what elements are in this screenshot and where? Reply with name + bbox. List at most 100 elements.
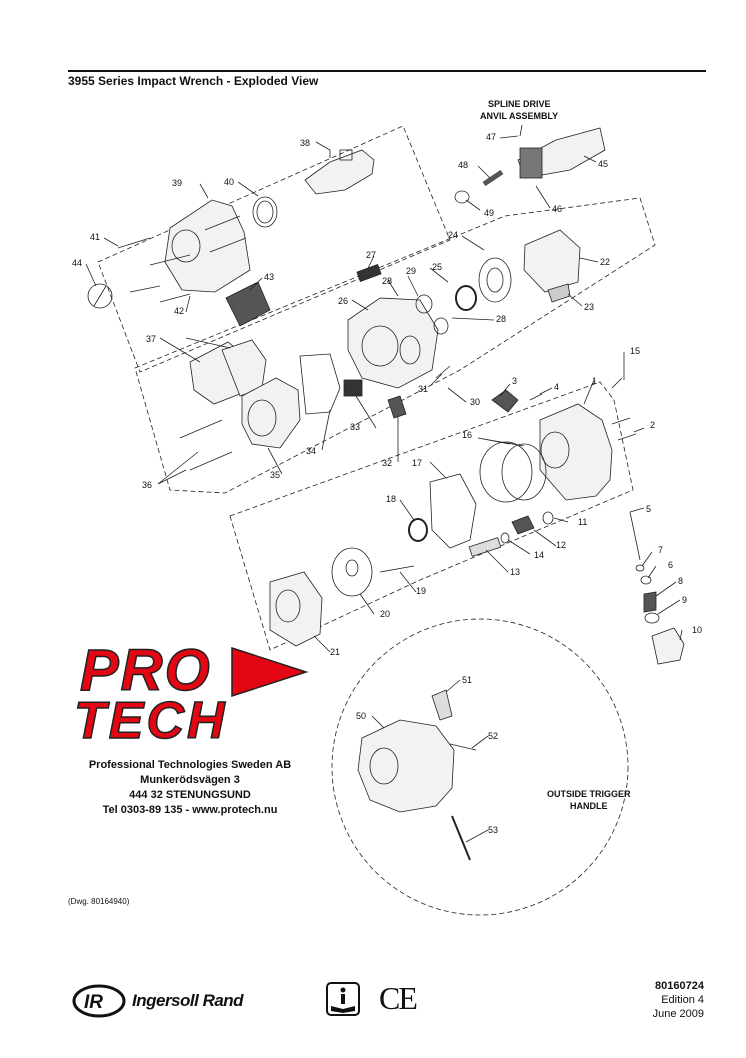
callout-50: 50 — [356, 711, 366, 721]
outside-trigger-note-line1: OUTSIDE TRIGGER — [547, 789, 631, 799]
callout-28b: 28 — [496, 314, 506, 324]
callout-30: 30 — [470, 397, 480, 407]
part-32-button — [387, 395, 407, 419]
callout-34: 34 — [306, 446, 316, 456]
part-20-plate — [331, 547, 373, 597]
part-2-screws — [611, 417, 637, 441]
document-number: 80160724 — [655, 980, 704, 992]
callout-48: 48 — [458, 160, 468, 170]
brand-name: Ingersoll Rand — [132, 991, 244, 1010]
callout-11: 11 — [578, 517, 587, 527]
callout-37: 37 — [146, 334, 156, 344]
part-27-gasket — [356, 264, 382, 282]
callout-28a: 28 — [382, 276, 392, 286]
callout-15: 15 — [630, 346, 640, 356]
part-10-inlet — [651, 627, 685, 665]
part-34-gasket — [299, 353, 341, 415]
callout-31: 31 — [418, 384, 428, 394]
logo-word-pro: PRO — [80, 638, 212, 703]
part-33-pad — [343, 379, 363, 397]
part-53-rod — [451, 815, 471, 861]
part-callouts: 1 2 3 4 5 6 7 8 9 10 11 12 13 14 15 16 1… — [72, 132, 702, 835]
callout-12: 12 — [556, 540, 566, 550]
callout-18: 18 — [386, 494, 396, 504]
part-17-gasket — [429, 473, 477, 549]
part-22-hammer — [523, 229, 581, 293]
callout-46: 46 — [552, 204, 562, 214]
part-11-seal — [542, 511, 554, 525]
spline-drive-note-line1: SPLINE DRIVE — [488, 99, 551, 109]
spline-drive-note-line2: ANVIL ASSEMBLY — [480, 111, 558, 121]
part-16-gasket — [479, 441, 547, 503]
part-26-motor-housing — [347, 297, 439, 389]
part-38-anvil — [304, 149, 375, 195]
callout-47: 47 — [486, 132, 496, 142]
part-18-bearing — [408, 518, 428, 542]
part-24-plate — [478, 257, 512, 303]
contact-info: Tel 0303-89 135 - www.protech.nu — [102, 804, 278, 816]
part-51-trigger — [431, 689, 453, 721]
part-29-bushing — [415, 294, 433, 314]
part-52-pin — [449, 743, 477, 751]
part-5-stem — [629, 511, 641, 561]
read-manual-icon — [326, 982, 360, 1016]
callout-23: 23 — [584, 302, 594, 312]
callout-25: 25 — [432, 262, 442, 272]
part-13-bushing — [468, 537, 502, 557]
part-39-housing — [164, 199, 251, 293]
part-48-spring — [482, 169, 504, 187]
callout-3: 3 — [512, 376, 517, 386]
part-1-handle — [539, 403, 613, 501]
callout-42: 42 — [174, 306, 184, 316]
part-43-spring — [225, 281, 271, 327]
part-3-trigger — [491, 389, 519, 413]
part-37-endplates — [189, 339, 267, 405]
drawing-reference: (Dwg. 80164940) — [68, 897, 130, 906]
callout-24: 24 — [448, 230, 458, 240]
part-28-seal — [433, 317, 449, 335]
callout-17: 17 — [412, 458, 422, 468]
part-36-pins — [179, 419, 233, 471]
callout-41: 41 — [90, 232, 100, 242]
part-44-ring — [87, 283, 113, 309]
callout-26: 26 — [338, 296, 348, 306]
callout-36: 36 — [142, 480, 152, 490]
ce-mark-icon: CE — [379, 980, 418, 1016]
callout-5: 5 — [646, 504, 651, 514]
callout-21: 21 — [330, 647, 340, 657]
callout-52: 52 — [488, 731, 498, 741]
logo-word-tech: TECH — [74, 692, 228, 750]
part-50-handle — [357, 719, 455, 813]
part-31-pin — [435, 365, 451, 379]
part-6-7-8-9-valve-parts — [635, 564, 660, 624]
callout-14: 14 — [534, 550, 544, 560]
header-rule — [68, 70, 706, 72]
dealer-address: Professional Technologies Sweden AB Munk… — [60, 758, 320, 818]
callout-19: 19 — [416, 586, 426, 596]
brand-mark: IR — [84, 992, 103, 1013]
ingersoll-rand-logo: IR Ingersoll Rand — [72, 984, 244, 1018]
callout-7: 7 — [658, 545, 663, 555]
callout-45: 45 — [598, 159, 608, 169]
callout-53: 53 — [488, 825, 498, 835]
part-12-valve — [511, 515, 535, 535]
part-21-endplate — [269, 571, 323, 647]
protech-logo: PRO TECH — [73, 637, 309, 751]
callout-51: 51 — [462, 675, 472, 685]
publish-date: June 2009 — [652, 1008, 704, 1020]
callout-20: 20 — [380, 609, 390, 619]
document-info: 80160724 Edition 4 June 2009 — [653, 979, 704, 1021]
callout-44: 44 — [72, 258, 82, 268]
street-address: Munkerödsvägen 3 — [140, 774, 240, 786]
part-47-pin — [519, 124, 523, 137]
callout-4: 4 — [554, 382, 559, 392]
callout-49: 49 — [484, 208, 494, 218]
callout-9: 9 — [682, 595, 687, 605]
callout-1: 1 — [592, 376, 597, 386]
callout-39: 39 — [172, 178, 182, 188]
part-49-plunger — [454, 190, 470, 204]
callout-2: 2 — [650, 420, 655, 430]
city-address: 444 32 STENUNGSUND — [129, 789, 251, 801]
ir-logo-icon: IR — [72, 984, 126, 1018]
